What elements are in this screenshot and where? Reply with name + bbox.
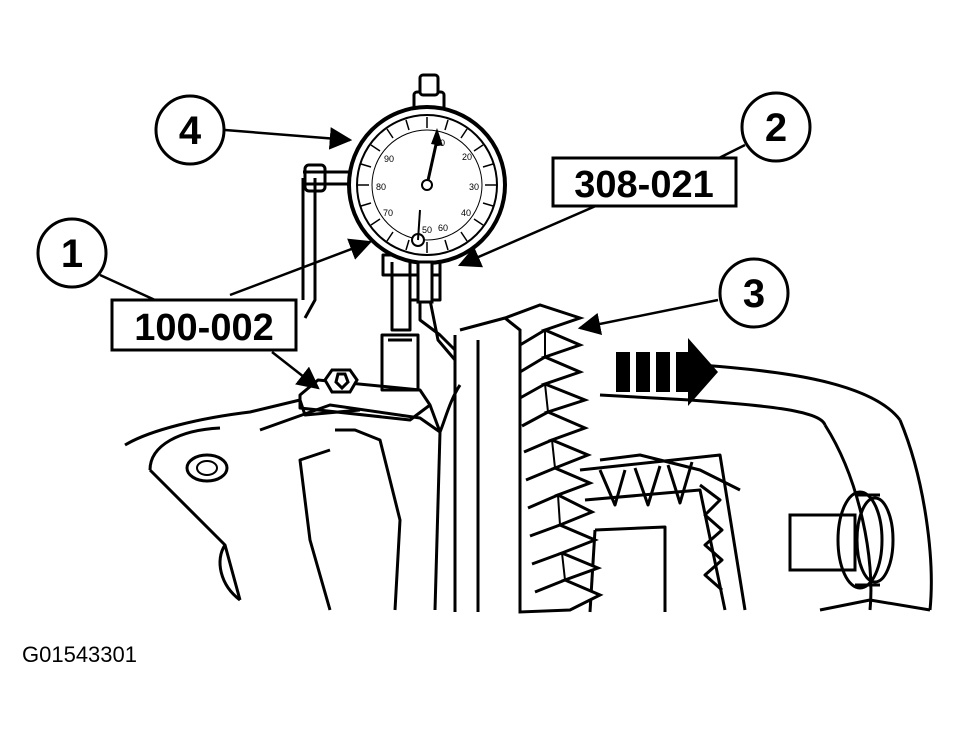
dial-mark-40: 40 (461, 208, 471, 218)
tool-label-100-002: 100-002 (110, 298, 298, 352)
dial-mark-70: 70 (383, 208, 393, 218)
dial-mark-90: 90 (384, 154, 394, 164)
axle-housing (124, 363, 933, 612)
differential-carrier (438, 316, 747, 613)
dial-mark-20: 20 (462, 152, 472, 162)
svg-text:1: 1 (61, 232, 83, 276)
hex-nut (323, 368, 359, 394)
callout-3: 3 (718, 257, 790, 329)
tool-label-308-021: 308-021 (551, 156, 738, 208)
dial-mark-30: 30 (469, 182, 479, 192)
svg-text:308-021: 308-021 (574, 164, 713, 206)
mounting-hole (185, 453, 229, 483)
callout-1: 1 (36, 217, 108, 289)
svg-text:3: 3 (743, 272, 765, 316)
svg-text:4: 4 (179, 109, 202, 153)
callout-2: 2 (740, 91, 812, 163)
dial-indicator: 10 20 30 40 50 60 70 80 90 (347, 73, 507, 304)
callout-4: 4 (154, 94, 226, 166)
leader-lines (99, 127, 746, 390)
dial-mark-60: 60 (438, 223, 448, 233)
dial-ticks (358, 117, 496, 253)
svg-text:100-002: 100-002 (134, 307, 273, 349)
dial-needle (425, 139, 439, 186)
axle-shaft (788, 490, 895, 590)
mounting-hole-inner (196, 460, 218, 476)
movement-arrow-icon (616, 338, 718, 406)
dial-mark-50: 50 (422, 225, 432, 235)
ring-gear (501, 303, 604, 614)
figure-id: G01543301 (22, 642, 137, 667)
svg-text:2: 2 (765, 106, 787, 150)
dial-mark-80: 80 (376, 182, 386, 192)
